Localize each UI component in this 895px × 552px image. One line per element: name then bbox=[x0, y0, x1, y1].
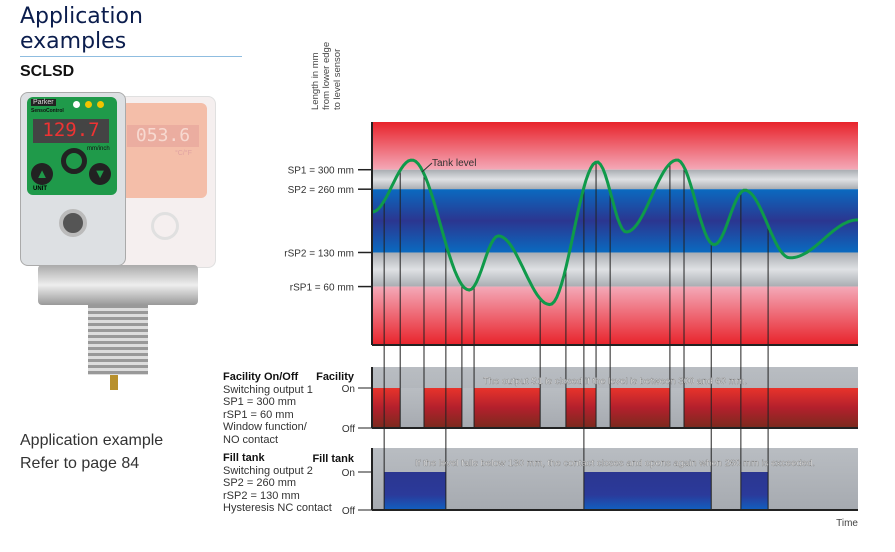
band-above-sp1 bbox=[372, 122, 858, 170]
probe-tip bbox=[110, 375, 118, 390]
facility-off-label: Off bbox=[342, 424, 355, 435]
detail-line: Hysteresis NC contact bbox=[223, 502, 332, 514]
y-axis-label: to level sensor bbox=[332, 49, 343, 110]
x-axis-label: Time bbox=[836, 518, 858, 529]
center-button bbox=[61, 148, 87, 174]
band-sp1-sp2 bbox=[372, 169, 858, 190]
detail-line: SP2 = 260 mm bbox=[223, 477, 297, 489]
facility-off-segment bbox=[400, 388, 425, 428]
brand-logo: Parker bbox=[31, 99, 56, 106]
down-button: ▼ bbox=[89, 163, 111, 185]
detail-line: NO contact bbox=[223, 433, 279, 446]
detail-line: Switching output 2 bbox=[223, 464, 313, 477]
led-1 bbox=[85, 101, 92, 108]
fill-tank-axis-title: Fill tank bbox=[312, 453, 354, 465]
fill-tank-off-label: Off bbox=[342, 506, 355, 517]
sensor-window bbox=[59, 209, 87, 237]
device-secondary: 053.6 °C/°F bbox=[114, 96, 216, 268]
detail-line: Switching output 1 bbox=[223, 383, 313, 396]
threshold-label: rSP1 = 60 mm bbox=[290, 283, 354, 294]
main-unit: mm/inch bbox=[87, 146, 110, 152]
facility-off-segment bbox=[540, 388, 566, 428]
fill-tank-title: Fill tank bbox=[223, 452, 265, 464]
facility-title: Facility On/Off bbox=[223, 371, 299, 383]
band-below-rsp1 bbox=[372, 286, 858, 345]
facility-axis-title: Facility bbox=[316, 371, 355, 383]
fill-tank-note: If the level falls below 130 mm, the con… bbox=[415, 458, 815, 469]
main-display: 129.7 bbox=[33, 119, 109, 143]
fill-tank-on-segment bbox=[740, 472, 769, 510]
detail-line: rSP2 = 130 mm bbox=[223, 489, 300, 502]
thread-fitting bbox=[88, 305, 148, 375]
tank-level-pointer bbox=[421, 162, 433, 173]
threshold-label: SP2 = 260 mm bbox=[288, 185, 354, 196]
model-heading: SCLSD bbox=[20, 63, 75, 80]
tank-level-label: Tank level bbox=[432, 158, 476, 169]
detail-line: SP1 = 300 mm bbox=[223, 396, 297, 408]
y-axis-label: Length in mm bbox=[310, 52, 321, 110]
mount-block bbox=[38, 265, 198, 305]
secondary-unit: °C/°F bbox=[175, 150, 192, 157]
device-illustration: 053.6 °C/°F Parker SensoControl 129.7 mm… bbox=[18, 90, 228, 410]
facility-on-label: On bbox=[342, 384, 355, 395]
threshold-label: SP1 = 300 mm bbox=[288, 166, 354, 177]
unit-label: UNIT bbox=[33, 186, 47, 192]
y-axis-label: from lower edge bbox=[321, 42, 332, 110]
tank-level-line bbox=[371, 158, 859, 307]
detail-line: Window function/ bbox=[223, 421, 307, 433]
facility-off-segment bbox=[596, 388, 611, 428]
page-reference: Refer to page 84 bbox=[20, 455, 140, 472]
series-label: SensoControl bbox=[31, 108, 64, 114]
detail-line: rSP1 = 60 mm bbox=[223, 408, 294, 421]
fill-tank-on-label: On bbox=[342, 468, 355, 479]
fill-tank-on-segment bbox=[384, 472, 446, 510]
facility-off-segment bbox=[669, 388, 685, 428]
application-example-label: Application example bbox=[20, 432, 164, 449]
up-button: ▲ bbox=[31, 163, 53, 185]
facility-note: The output S1 is closed if the level is … bbox=[483, 376, 747, 387]
facility-on-band bbox=[372, 388, 858, 428]
fill-tank-on-segment bbox=[583, 472, 712, 510]
threshold-label: rSP2 = 130 mm bbox=[284, 248, 354, 259]
page-title: Application examples bbox=[20, 4, 242, 57]
led-2 bbox=[97, 101, 104, 108]
facility-off-segment bbox=[461, 388, 475, 428]
device-main: Parker SensoControl 129.7 mm/inch ▲ ▼ UN… bbox=[20, 92, 126, 266]
secondary-display: 053.6 bbox=[127, 125, 199, 147]
